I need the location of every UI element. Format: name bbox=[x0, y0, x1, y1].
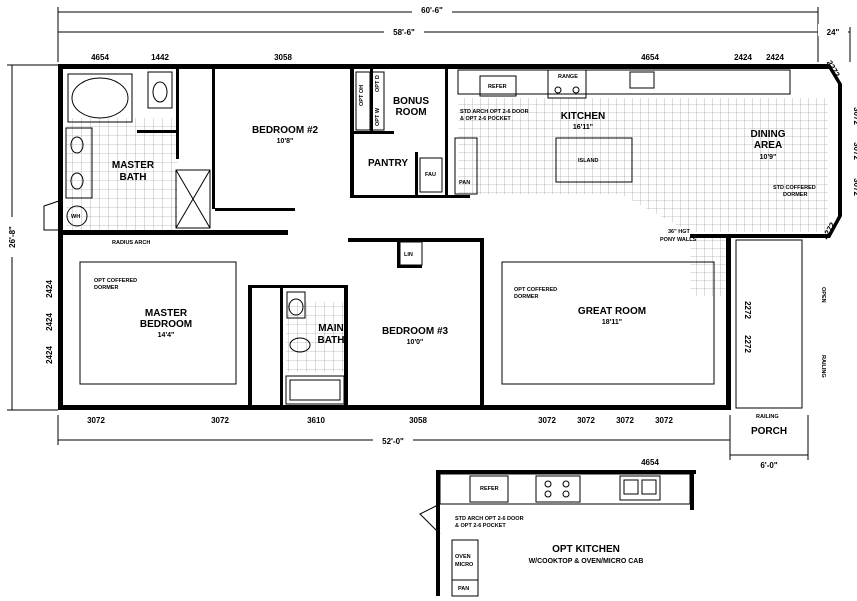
island-label: ISLAND bbox=[578, 158, 599, 164]
opt-kitchen-note-2: & OPT 2-6 POCKET bbox=[455, 523, 506, 529]
bedroom3-size: 10'0" bbox=[407, 339, 424, 346]
pantry-cab-label: PAN bbox=[459, 180, 470, 186]
window-bottom-2: 3072 bbox=[211, 416, 229, 425]
window-gr-side-1: 2272 bbox=[743, 301, 752, 319]
overhang-dim: 24" bbox=[827, 28, 840, 37]
pony-walls-note-2: PONY WALLS bbox=[660, 237, 697, 243]
linen-label: LIN bbox=[404, 252, 413, 258]
kitchen-size: 16'11" bbox=[573, 124, 593, 131]
window-bottom-1: 3072 bbox=[87, 416, 105, 425]
depth-dim: 26'-8" bbox=[8, 226, 17, 248]
opt-coffered-gr-note-1: OPT COFFERED bbox=[514, 287, 557, 293]
window-bottom-4: 3058 bbox=[409, 416, 427, 425]
porch-width-dim: 6'-0" bbox=[760, 461, 777, 470]
opt-kitchen-subtitle: W/COOKTOP & OVEN/MICRO CAB bbox=[529, 558, 644, 565]
opt-kitchen-inset bbox=[419, 470, 696, 597]
fixtures bbox=[43, 69, 803, 409]
window-bottom-3: 3610 bbox=[307, 416, 325, 425]
master-bath-label-2: BATH bbox=[119, 172, 146, 183]
window-right-2: 3072 bbox=[852, 107, 857, 125]
master-bedroom-label-2: BEDROOM bbox=[140, 319, 192, 330]
window-top-3: 3058 bbox=[274, 53, 292, 62]
bedroom3-label: BEDROOM #3 bbox=[382, 326, 449, 337]
window-bottom-5: 3072 bbox=[538, 416, 556, 425]
refer-label: REFER bbox=[488, 84, 507, 90]
overall-width-dim: 60'-6" bbox=[421, 6, 443, 15]
kitchen-label: KITCHEN bbox=[561, 111, 605, 122]
pony-walls-note-1: 36" HGT bbox=[668, 229, 691, 235]
window-top-2: 1442 bbox=[151, 53, 169, 62]
opt-w-label: OPT W bbox=[375, 107, 381, 126]
main-bath-label: MAIN bbox=[318, 323, 344, 334]
house-width-dim: 58'-6" bbox=[393, 28, 415, 37]
opt-kitchen-oven: OVEN bbox=[455, 554, 471, 560]
std-coffered-note-1: STD COFFERED bbox=[773, 185, 816, 191]
bedroom2-size: 10'8" bbox=[277, 138, 294, 145]
window-left-2: 2424 bbox=[45, 313, 54, 331]
great-room-size: 18'11" bbox=[602, 319, 622, 326]
great-room-label: GREAT ROOM bbox=[578, 306, 646, 317]
window-top-1: 4654 bbox=[91, 53, 109, 62]
opt-coffered-note-1: OPT COFFERED bbox=[94, 278, 137, 284]
radius-arch-note: RADIUS ARCH bbox=[112, 240, 150, 246]
opt-kitchen-note-1: STD ARCH OPT 2-6 DOOR bbox=[455, 516, 524, 522]
window-right-3: 3072 bbox=[852, 142, 857, 160]
dining-label: DINING bbox=[751, 129, 786, 140]
open-note: OPEN bbox=[820, 287, 826, 303]
dining-label-2: AREA bbox=[754, 140, 782, 151]
opt-d-label: OPT D bbox=[375, 75, 381, 92]
window-left-1: 2424 bbox=[45, 280, 54, 298]
window-gr-side-2: 2272 bbox=[743, 335, 752, 353]
interior-walls bbox=[58, 69, 484, 410]
opt-kitchen-refer: REFER bbox=[480, 486, 499, 492]
railing-note-bottom: RAILING bbox=[756, 414, 779, 420]
opt-kitchen-title: OPT KITCHEN bbox=[552, 544, 620, 555]
std-arch-note-1: STD ARCH OPT 2-6 DOOR bbox=[460, 109, 529, 115]
opt-oh-label: OPT OH bbox=[359, 85, 365, 106]
dining-size: 10'9" bbox=[760, 154, 777, 161]
master-bedroom-size: 14'4" bbox=[158, 332, 175, 339]
opt-kitchen-window: 4654 bbox=[641, 458, 659, 467]
window-bottom-7: 3072 bbox=[616, 416, 634, 425]
opt-kitchen-pan: PAN bbox=[458, 586, 469, 592]
range-label: RANGE bbox=[558, 74, 578, 80]
master-bath-label: MASTER bbox=[112, 160, 155, 171]
main-bath-label-2: BATH bbox=[317, 335, 344, 346]
window-left-3: 2424 bbox=[45, 346, 54, 364]
bonus-room-label-2: ROOM bbox=[395, 107, 426, 118]
opt-kitchen-micro: MICRO bbox=[455, 562, 474, 568]
window-top-4: 4654 bbox=[641, 53, 659, 62]
std-arch-note-2: & OPT 2-6 POCKET bbox=[460, 116, 511, 122]
bottom-width-dim: 52'-0" bbox=[382, 437, 404, 446]
bonus-room-label: BONUS bbox=[393, 96, 429, 107]
std-coffered-note-2: DORMER bbox=[783, 192, 807, 198]
window-bottom-8: 3072 bbox=[655, 416, 673, 425]
bedroom2-label: BEDROOM #2 bbox=[252, 125, 319, 136]
tile-floors bbox=[66, 98, 828, 372]
water-heater-label: WH bbox=[71, 214, 80, 220]
opt-coffered-note-2: DORMER bbox=[94, 285, 118, 291]
master-bedroom-label: MASTER bbox=[145, 308, 188, 319]
window-bottom-6: 3072 bbox=[577, 416, 595, 425]
pantry-label: PANTRY bbox=[368, 158, 408, 169]
railing-note-side: RAILING bbox=[820, 355, 826, 378]
window-right-4: 3072 bbox=[852, 178, 857, 196]
fau-label: FAU bbox=[425, 172, 436, 178]
window-top-5: 2424 bbox=[734, 53, 752, 62]
window-top-6: 2424 bbox=[766, 53, 784, 62]
exterior-walls bbox=[58, 64, 842, 410]
opt-coffered-gr-note-2: DORMER bbox=[514, 294, 538, 300]
porch-label: PORCH bbox=[751, 426, 787, 437]
